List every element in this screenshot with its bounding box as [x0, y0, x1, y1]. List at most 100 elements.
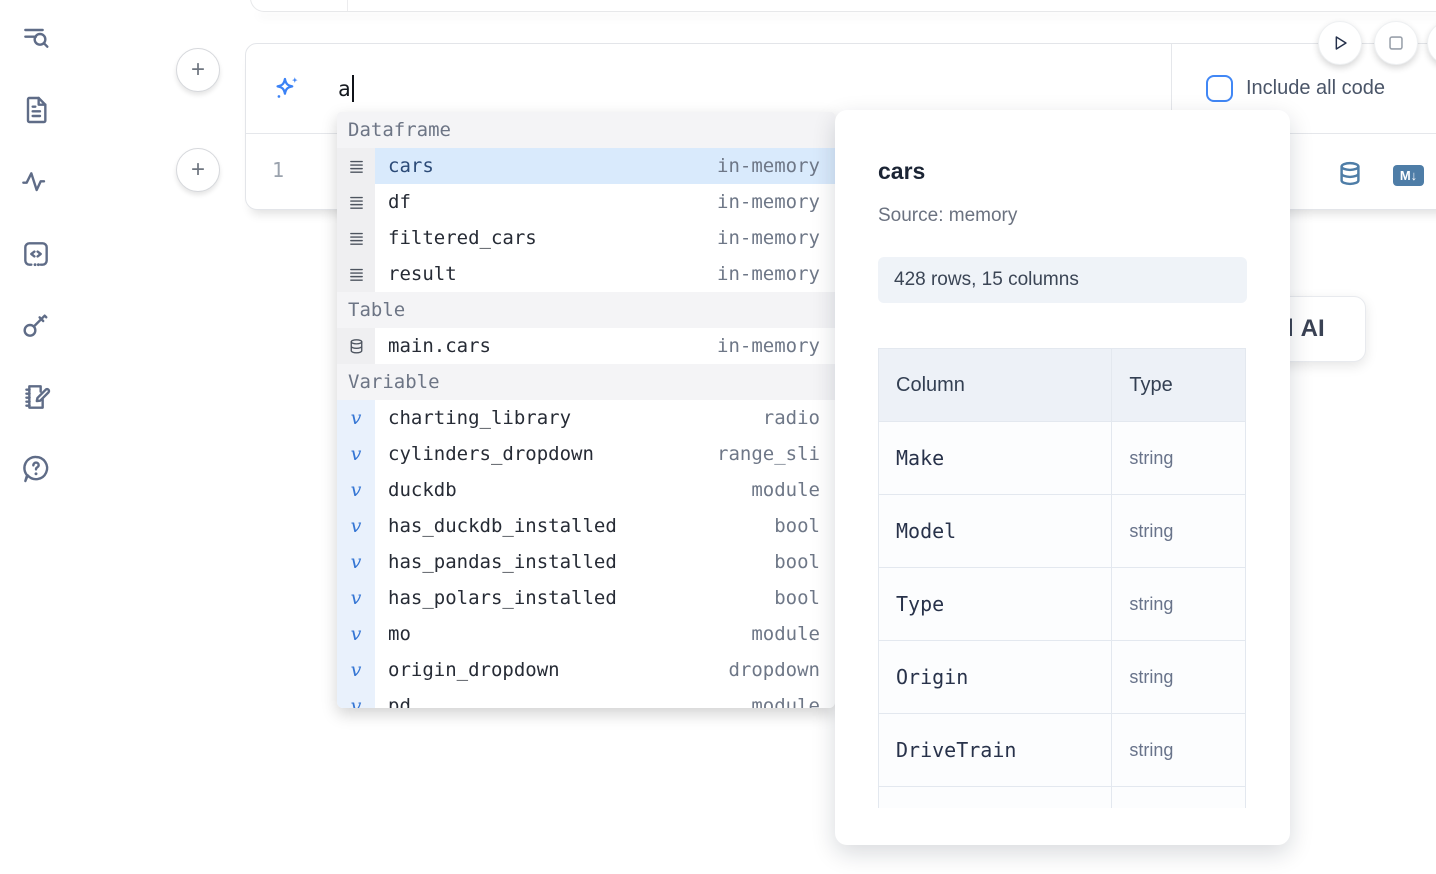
text-cursor: [351, 75, 354, 102]
item-name: origin_dropdown: [388, 659, 560, 681]
left-sidebar: [0, 0, 72, 874]
column-type: string: [1111, 567, 1246, 641]
ai-button-fragment: l: [1287, 315, 1294, 342]
run-cell-button[interactable]: [1318, 21, 1362, 65]
database-icon[interactable]: [1336, 160, 1364, 191]
ai-prompt-text: a: [338, 76, 351, 101]
code-snippets-icon[interactable]: [16, 234, 56, 274]
file-text-icon[interactable]: [16, 90, 56, 130]
column-type: string: [1111, 421, 1246, 495]
stop-button[interactable]: [1374, 21, 1418, 65]
column-name: Model: [878, 494, 1113, 568]
item-type: bool: [774, 587, 820, 609]
column-type: string: [1111, 713, 1246, 787]
item-name: has_pandas_installed: [388, 551, 617, 573]
markdown-icon[interactable]: M↓: [1393, 165, 1424, 186]
notebook-pen-icon[interactable]: [16, 377, 56, 417]
schema-col-header: Column: [878, 348, 1113, 422]
previous-cell-bottom: [250, 0, 1436, 12]
autocomplete-item[interactable]: df in-memory: [337, 184, 835, 220]
variable-icon: v: [350, 407, 362, 429]
item-name: has_duckdb_installed: [388, 515, 617, 537]
ai-button-label: AI: [1300, 315, 1325, 342]
item-type: module: [751, 479, 820, 501]
dataframe-preview-panel: cars Source: memory 428 rows, 15 columns…: [835, 110, 1290, 845]
autocomplete-section-header: Table: [337, 292, 835, 328]
preview-source: Source: memory: [878, 205, 1018, 226]
item-name: df: [388, 191, 411, 213]
item-type: in-memory: [717, 227, 820, 249]
code-editor-row[interactable]: 1 M↓: [246, 134, 1436, 210]
variable-icon: v: [350, 479, 362, 501]
preview-title: cars: [878, 158, 926, 184]
item-type: bool: [774, 551, 820, 573]
variable-icon: v: [350, 515, 362, 537]
autocomplete-item[interactable]: v pd module: [337, 688, 835, 708]
list-search-icon[interactable]: [16, 18, 56, 58]
variable-icon: v: [350, 695, 362, 708]
item-type: module: [751, 695, 820, 708]
autocomplete-item[interactable]: v charting_library radio: [337, 400, 835, 436]
item-type: radio: [762, 407, 820, 429]
ai-prompt-input[interactable]: a: [338, 44, 1436, 133]
item-name: cars: [388, 155, 434, 177]
variable-icon: v: [350, 443, 362, 465]
item-name: main.cars: [388, 335, 491, 357]
autocomplete-item[interactable]: cars in-memory: [337, 148, 835, 184]
line-number: 1: [272, 158, 285, 182]
column-name: Make: [878, 421, 1113, 495]
item-type: module: [751, 623, 820, 645]
table-database-icon: [350, 338, 362, 353]
previous-cell-divider: [347, 0, 348, 11]
item-type: in-memory: [717, 335, 820, 357]
dataframe-icon: [349, 160, 363, 173]
item-type: in-memory: [717, 191, 820, 213]
item-name: pd: [388, 695, 411, 708]
item-type: dropdown: [728, 659, 820, 681]
item-name: cylinders_dropdown: [388, 443, 594, 465]
variable-icon: v: [350, 587, 362, 609]
variable-icon: v: [350, 623, 362, 645]
include-all-code-label: Include all code: [1246, 77, 1385, 99]
key-icon[interactable]: [16, 305, 56, 345]
column-name: Type: [878, 567, 1113, 641]
autocomplete-section-header: Variable: [337, 364, 835, 400]
autocomplete-item[interactable]: v origin_dropdown dropdown: [337, 652, 835, 688]
item-name: filtered_cars: [388, 227, 537, 249]
variable-icon: v: [350, 659, 362, 681]
activity-icon[interactable]: [16, 162, 56, 202]
add-cell-above-button[interactable]: +: [176, 48, 220, 92]
schema-row-clipped: [878, 786, 1246, 808]
autocomplete-item[interactable]: v mo module: [337, 616, 835, 652]
dataframe-icon: [349, 268, 363, 281]
preview-shape-badge: 428 rows, 15 columns: [878, 257, 1247, 303]
include-all-code-checkbox[interactable]: [1206, 75, 1233, 102]
help-chat-icon[interactable]: [16, 449, 56, 489]
column-type: string: [1111, 640, 1246, 714]
column-type: string: [1111, 494, 1246, 568]
item-name: mo: [388, 623, 411, 645]
item-name: duckdb: [388, 479, 457, 501]
ai-sparkles-icon: [276, 76, 298, 98]
prompt-options: Include all code: [1171, 44, 1436, 133]
autocomplete-item[interactable]: main.cars in-memory: [337, 328, 835, 364]
dataframe-icon: [349, 232, 363, 245]
item-type: in-memory: [717, 155, 820, 177]
add-cell-below-button[interactable]: +: [176, 148, 220, 192]
autocomplete-item[interactable]: filtered_cars in-memory: [337, 220, 835, 256]
autocomplete-item[interactable]: v duckdb module: [337, 472, 835, 508]
item-name: charting_library: [388, 407, 572, 429]
